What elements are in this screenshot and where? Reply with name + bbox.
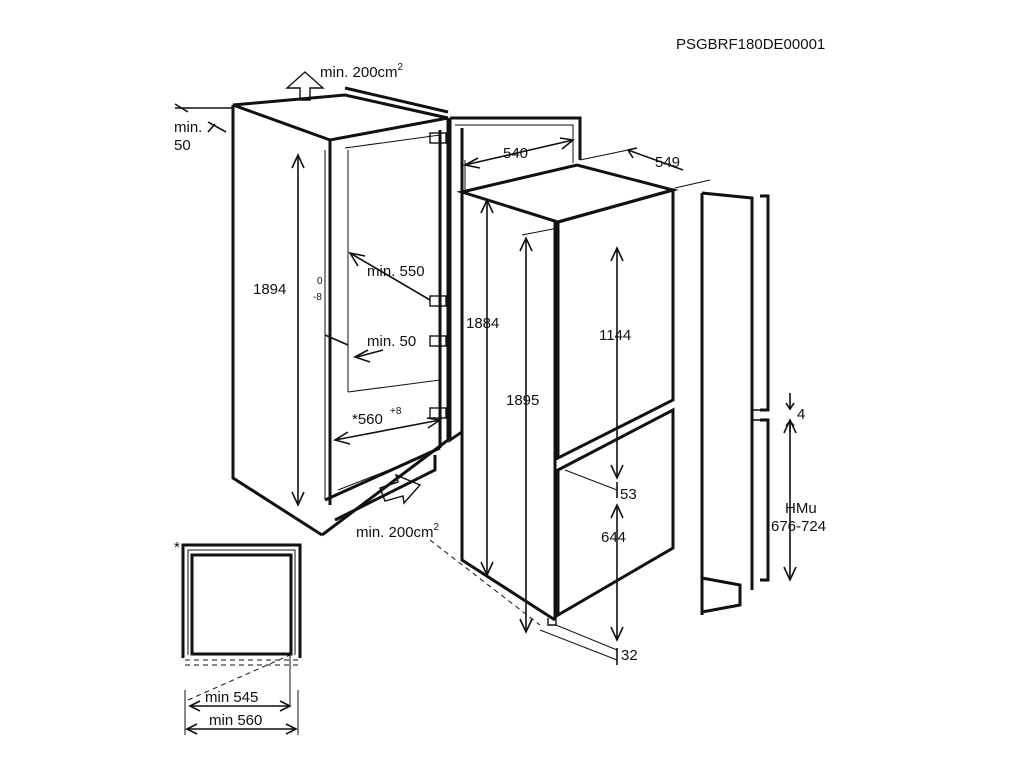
side-gap-label-line1: min. [174,119,202,136]
side-gap-dimension [174,103,233,133]
side-gap-4-label: 4 [797,406,805,423]
hinge-mid-upper-icon [429,295,447,307]
upper-door-label: 1144 [599,327,631,344]
bottom-gap-label: 32 [621,647,638,664]
bottom-gap-dimension [429,539,618,665]
lower-door [556,407,675,618]
min-545-dimension [188,700,292,712]
cabinet-top [232,93,449,142]
top-width-label: 549 [655,154,680,171]
hmu-dimension [783,418,797,582]
min-545-label: min 545 [205,689,258,706]
min-gap-dimension [324,334,384,363]
arrow-up-icon [285,71,325,101]
plan-appliance-icon [190,553,293,656]
niche-plan-view: * [174,539,302,735]
niche-height-tol-minus: -8 [313,292,322,303]
upper-door-dimension [610,246,624,480]
cabinet-left-side [231,105,323,537]
min-depth-dimension [348,251,431,301]
lower-door-dimension [610,503,624,642]
height-1895-label: 1895 [506,392,539,409]
drawing-code: PSGBRF180DE00001 [676,36,825,53]
vent-bottom-label: min. 200cm2 [356,522,440,541]
hmu-label: HMu [785,500,817,517]
appliance-side [460,192,556,622]
min-gap-label: min. 50 [367,333,416,350]
door-gap-label: 53 [620,486,637,503]
appliance-height-1884 [480,198,494,577]
niche-height-tol-plus: 0 [317,276,323,287]
upper-door [556,188,675,461]
side-section-profile [700,191,770,615]
appliance-height-1895 [519,227,559,634]
asterisk-note: * [174,539,180,556]
niche-height-dimension [291,153,305,507]
lower-door-profile [760,418,770,582]
niche-width-label: *560 [352,411,383,428]
top-depth-label: 540 [503,145,528,162]
lower-door-label: 644 [601,529,626,546]
niche-height-label: 1894 [253,281,286,298]
niche-width-dimension [332,417,443,445]
hinge-top-icon [429,132,447,144]
appliance [456,163,679,626]
min-560-dimension [185,723,298,735]
min-560-label: min 560 [209,712,262,729]
niche-width-tol: +8 [390,406,402,417]
niche-cabinet [231,86,450,537]
hmu-range-label: 676-724 [771,518,826,535]
height-1884-label: 1884 [466,315,499,332]
upper-door-profile [760,194,770,412]
arrow-right-icon [379,473,422,505]
hinge-bottom-icon [429,407,447,419]
top-width-dimension [579,147,711,189]
min-depth-label: min. 550 [367,263,425,280]
top-depth-dimension [462,135,575,190]
vent-top-label: min. 200cm2 [320,62,404,81]
hinge-mid-lower-icon [429,335,447,347]
side-gap-label-line2: 50 [174,137,191,154]
door-gap-dimension [564,469,618,498]
appliance-top [456,163,679,224]
